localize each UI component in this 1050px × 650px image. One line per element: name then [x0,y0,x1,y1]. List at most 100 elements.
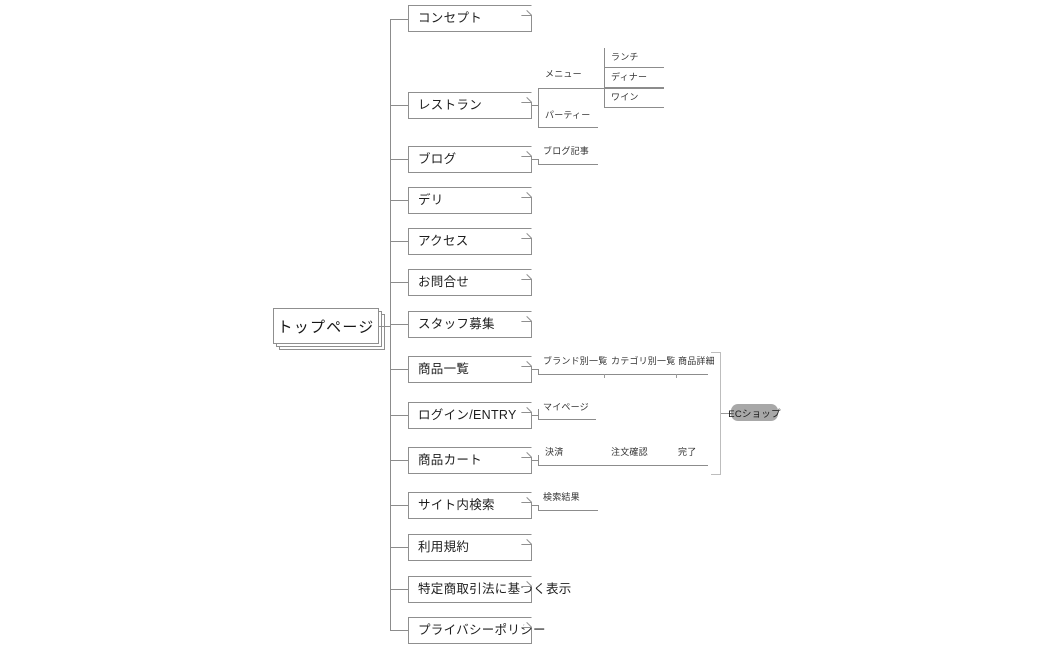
stub-tokushoho [390,589,408,590]
sublabel-complete: 完了 [678,447,697,457]
ec-shop-bracket-stem [721,413,731,414]
page-fold-icon [521,92,532,103]
page-fold-icon [521,5,532,16]
connector-cart-out [532,460,539,461]
node-tokushoho-label: 特定商取引法に基づく表示 [418,581,572,596]
connector-login-vertical [538,409,539,419]
rule-mypage [538,419,596,420]
node-tokushoho[interactable]: 特定商取引法に基づく表示 [408,576,571,605]
rule-product-list-children [538,374,708,375]
node-concept-label: コンセプト [418,10,483,25]
stub-product-list [390,369,408,370]
node-restaurant-label: レストラン [418,97,483,112]
rule-dinner [604,87,664,88]
sublabel-search-result[interactable]: 検索結果 [543,492,580,502]
stub-privacy [390,630,408,631]
root-sheet-front [273,308,379,344]
page-fold-icon [521,311,532,322]
node-access[interactable]: アクセス [408,228,534,257]
connector-blog-out [532,159,539,160]
node-login-entry[interactable]: ログイン/ENTRY [408,402,534,431]
node-cart-label: 商品カート [418,452,483,467]
node-privacy-label: プライバシーポリシー [418,622,546,637]
sublabel-category-list[interactable]: カテゴリ別一覧 [611,356,676,366]
stub-site-search [390,505,408,506]
connector-cart-vertical [538,455,539,465]
rule-wine [604,107,664,108]
stub-concept [390,19,408,20]
connector-restaurant-vertical [538,88,539,128]
stub-access [390,241,408,242]
ec-shop-badge[interactable]: ECショップ [728,404,781,421]
connector-root-to-trunk [379,326,391,327]
sublabel-lunch[interactable]: ランチ [611,52,639,62]
node-terms[interactable]: 利用規約 [408,534,534,563]
node-terms-label: 利用規約 [418,539,470,554]
node-access-label: アクセス [418,233,469,248]
sublabel-dinner[interactable]: ディナー [611,72,648,82]
page-fold-icon [521,228,532,239]
connector-menu-children-vertical [604,48,605,107]
sublabel-party[interactable]: パーティー [545,110,591,120]
node-cart[interactable]: 商品カート [408,447,534,476]
connector-restaurant-out [532,105,539,106]
page-fold-icon [521,146,532,157]
tick-product-detail [676,374,677,378]
sublabel-order-confirm[interactable]: 注文確認 [611,447,648,457]
rule-blog-article [538,164,598,165]
rule-menu [538,88,664,89]
sublabel-menu[interactable]: メニュー [545,69,582,79]
node-blog-label: ブログ [418,151,457,166]
node-site-search-label: サイト内検索 [418,497,495,512]
rule-party [538,127,598,128]
node-product-list[interactable]: 商品一覧 [408,356,534,385]
connector-product-list-vertical [538,369,539,375]
node-contact[interactable]: お問合せ [408,269,534,298]
stub-restaurant [390,105,408,106]
stub-deli [390,200,408,201]
node-deli-label: デリ [418,192,444,207]
sublabel-brand-list[interactable]: ブランド別一覧 [543,356,608,366]
node-login-entry-label: ログイン/ENTRY [418,407,517,422]
connector-site-search-vertical [538,505,539,511]
node-contact-label: お問合せ [418,274,470,289]
node-product-list-label: 商品一覧 [418,361,470,376]
rule-lunch [604,67,664,68]
ec-shop-bracket [711,352,721,475]
ec-shop-badge-label: ECショップ [728,408,781,420]
stub-login-entry [390,415,408,416]
connector-site-search-out [532,505,539,506]
page-fold-icon [521,534,532,545]
connector-product-list-out [532,369,539,370]
root-node-top-page[interactable]: トップページ [273,308,389,354]
node-blog[interactable]: ブログ [408,146,534,175]
page-fold-icon [521,187,532,198]
page-fold-icon [521,402,532,413]
connector-login-out [532,415,539,416]
page-fold-icon [521,492,532,503]
node-recruit[interactable]: スタッフ募集 [408,311,534,340]
node-site-search[interactable]: サイト内検索 [408,492,534,521]
stub-terms [390,547,408,548]
page-fold-icon [521,447,532,458]
node-privacy[interactable]: プライバシーポリシー [408,617,545,646]
tick-category-list [604,374,605,378]
stub-cart [390,460,408,461]
page-fold-icon [521,356,532,367]
rule-cart-children [538,465,708,466]
sublabel-product-detail: 商品詳細 [678,356,715,366]
node-concept[interactable]: コンセプト [408,5,534,34]
stub-recruit [390,324,408,325]
rule-search-result [538,510,598,511]
root-label: トップページ [277,318,375,336]
node-recruit-label: スタッフ募集 [418,316,495,331]
node-restaurant[interactable]: レストラン [408,92,534,121]
sublabel-mypage[interactable]: マイページ [543,402,589,412]
sublabel-wine[interactable]: ワイン [611,92,639,102]
connector-blog-vertical [538,159,539,165]
sublabel-blog-article[interactable]: ブログ記事 [543,146,590,156]
node-deli[interactable]: デリ [408,187,534,216]
sublabel-payment[interactable]: 決済 [545,447,564,457]
stub-blog [390,159,408,160]
